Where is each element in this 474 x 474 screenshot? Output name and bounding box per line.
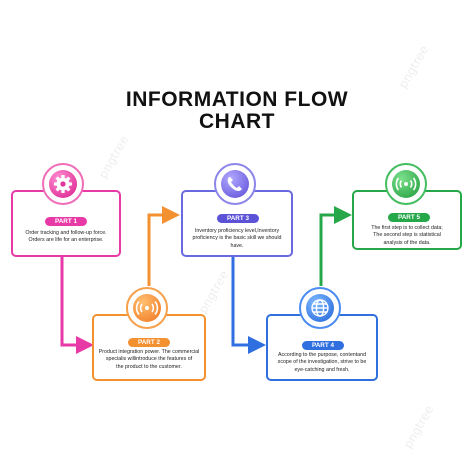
arrow-part2-to-part3 bbox=[147, 206, 180, 286]
arrow-part1-to-part2 bbox=[60, 257, 94, 354]
part-3-card: PART 3 Inventory proficiency level,Inven… bbox=[181, 190, 293, 257]
part-4-label: PART 4 bbox=[302, 341, 344, 350]
arrow-part4-to-part5 bbox=[319, 206, 352, 286]
part-2-text: Product integration power. The commercia… bbox=[98, 349, 200, 370]
part-3-label: PART 3 bbox=[217, 214, 259, 223]
part-5-badge bbox=[385, 163, 427, 205]
part-5-text: The first step is to collect data; The s… bbox=[371, 225, 443, 246]
phone-icon bbox=[227, 177, 242, 191]
part-4-text: According to the purpose, contentand sco… bbox=[277, 352, 367, 373]
part-4-badge bbox=[299, 287, 341, 329]
part-1-badge bbox=[42, 163, 84, 205]
arrow-part3-to-part4 bbox=[231, 257, 266, 354]
chart-title-line1: INFORMATION FLOW bbox=[125, 88, 349, 111]
part-4-card: PART 4 According to the purpose, content… bbox=[266, 314, 378, 381]
part-5-card: PART 5 The first step is to collect data… bbox=[352, 190, 462, 250]
part-3-text: Inventory proficiency level,Inventory pr… bbox=[192, 228, 282, 249]
gear-icon bbox=[54, 175, 72, 193]
part-2-badge bbox=[126, 287, 168, 329]
part-5-label: PART 5 bbox=[388, 213, 430, 222]
globe-icon bbox=[311, 299, 329, 317]
part-2-label: PART 2 bbox=[128, 338, 170, 347]
part-1-text: Order tracking and follow-up force. Orde… bbox=[25, 230, 107, 244]
part-3-badge bbox=[214, 163, 256, 205]
part-1-label: PART 1 bbox=[45, 217, 87, 226]
signal-icon bbox=[135, 300, 159, 316]
chart-title-line2: CHART bbox=[199, 110, 275, 133]
wifi-signal-icon bbox=[395, 177, 417, 191]
